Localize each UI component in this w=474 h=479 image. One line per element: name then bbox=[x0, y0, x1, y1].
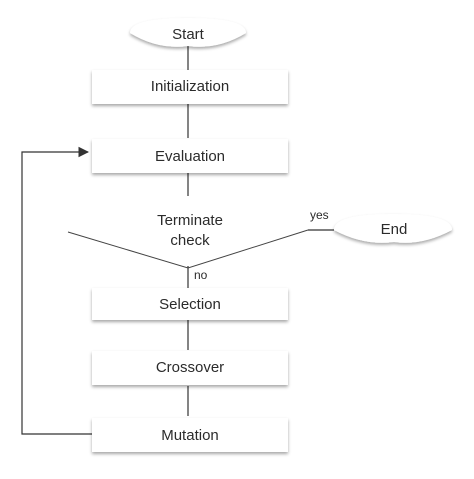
start-terminal bbox=[130, 18, 246, 47]
yes-edge-label: yes bbox=[310, 208, 329, 222]
feedback-loop-arrow bbox=[21, 146, 92, 435]
crossover-box bbox=[92, 351, 288, 385]
terminate-decision-shape bbox=[67, 229, 309, 269]
start-label: Start bbox=[172, 26, 205, 43]
evaluation-label: Evaluation bbox=[155, 148, 225, 165]
no-edge-label: no bbox=[194, 268, 208, 282]
initialization-label: Initialization bbox=[151, 78, 229, 95]
end-terminal bbox=[334, 214, 452, 243]
end-label: End bbox=[381, 221, 408, 238]
terminate-label-line2: check bbox=[170, 232, 210, 249]
selection-label: Selection bbox=[159, 296, 221, 313]
initialization-box bbox=[92, 70, 288, 104]
crossover-label: Crossover bbox=[156, 359, 224, 376]
selection-box bbox=[92, 288, 288, 320]
mutation-box bbox=[92, 418, 288, 452]
terminate-label-line1: Terminate bbox=[157, 212, 223, 229]
evaluation-box bbox=[92, 139, 288, 173]
mutation-label: Mutation bbox=[161, 427, 219, 444]
